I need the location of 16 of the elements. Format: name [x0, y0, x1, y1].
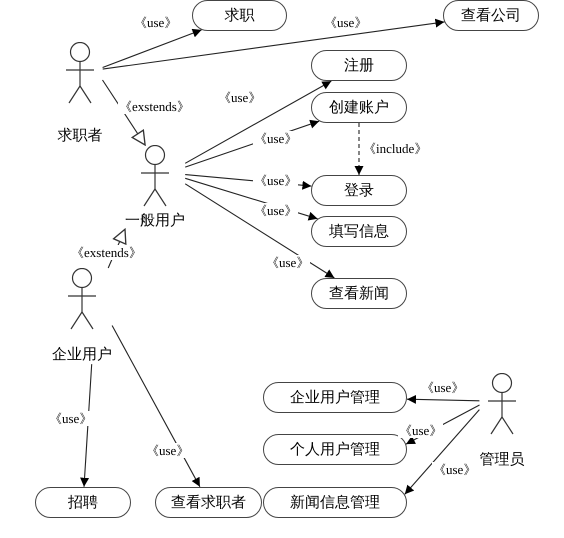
arrow: [406, 394, 480, 404]
dashed-arrow: [354, 123, 364, 175]
arrow: [102, 18, 444, 70]
actor-name: 求职者: [58, 126, 102, 145]
arrow: [184, 183, 335, 278]
arrow: [112, 325, 200, 488]
actor-name: 管理员: [480, 451, 524, 469]
edge-label: 《use》: [253, 173, 298, 188]
edge-label: 《use》: [398, 423, 444, 438]
arrow: [80, 364, 92, 487]
arrow: [102, 28, 202, 68]
actor-name: 一般用户: [125, 212, 185, 230]
arrow: [102, 80, 146, 146]
arrow: [404, 409, 480, 495]
actor-name: 企业用户: [52, 346, 112, 364]
arrow: [184, 80, 332, 164]
